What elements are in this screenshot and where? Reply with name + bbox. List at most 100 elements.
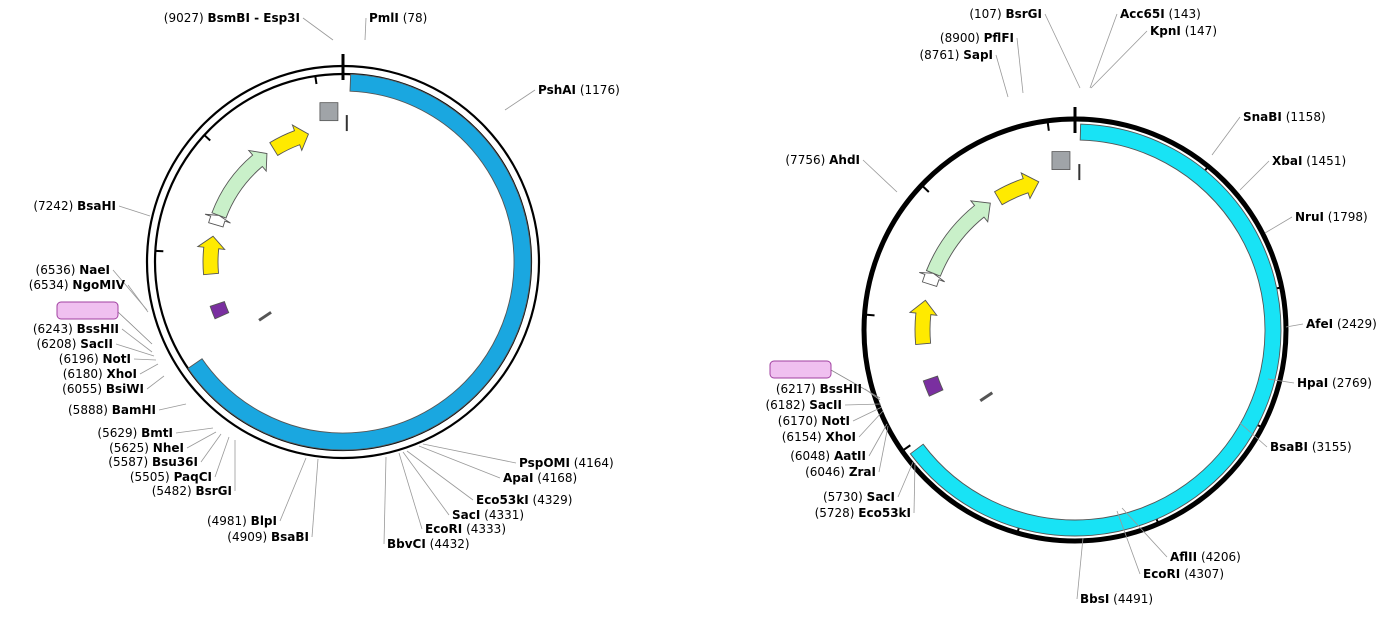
site-bsabi[interactable]: BsaBI (3155) <box>1270 440 1352 454</box>
site-paqci[interactable]: (5505) PaqCI <box>130 470 212 484</box>
site-saci[interactable]: (5730) SacI <box>823 490 895 504</box>
site-position: (6055) <box>62 382 102 396</box>
site-pmli[interactable]: PmlI (78) <box>369 11 427 25</box>
feature-polya[interactable] <box>979 391 994 402</box>
site-eco53ki[interactable]: (5728) Eco53kI <box>815 506 911 520</box>
site-position: (4307) <box>1184 567 1224 581</box>
site-position: (78) <box>403 11 428 25</box>
site-leader-line <box>398 452 423 530</box>
site-ecori[interactable]: EcoRI (4333) <box>425 522 506 536</box>
site-bsshii[interactable]: (6243) BssHII <box>33 322 119 336</box>
site-ecori[interactable]: EcoRI (4307) <box>1143 567 1224 581</box>
site-ahdi[interactable]: (7756) AhdI <box>785 153 860 167</box>
site-leader-line <box>175 427 214 434</box>
site-position: (3155) <box>1312 440 1352 454</box>
primer-m13-fwd[interactable] <box>769 360 832 379</box>
feature-ori[interactable] <box>993 172 1040 206</box>
site-position: (4329) <box>533 493 573 507</box>
site-leader-line <box>868 423 888 457</box>
site-name: BssHII <box>77 322 119 336</box>
site-xhoi[interactable]: (6180) XhoI <box>63 367 137 381</box>
site-leader-line <box>862 159 898 193</box>
feature-bom[interactable] <box>319 102 339 122</box>
site-kpni[interactable]: KpnI (147) <box>1150 24 1217 38</box>
feature-ampr[interactable] <box>211 149 268 219</box>
features <box>908 123 1282 537</box>
site-apai[interactable]: ApaI (4168) <box>503 471 577 485</box>
site-name: SnaBI <box>1243 110 1282 124</box>
site-position: (4909) <box>227 530 267 544</box>
feature-ori[interactable] <box>269 124 310 157</box>
site-zrai[interactable]: (6046) ZraI <box>805 465 876 479</box>
site-position: (4981) <box>207 514 247 528</box>
site-bmti[interactable]: (5629) BmtI <box>97 426 173 440</box>
restriction-sites: (9027) BsmBI - Esp3I PmlI (78) PshAI (1176… <box>29 11 620 551</box>
site-position: (7242) <box>33 199 73 213</box>
feature-f1-ori[interactable] <box>908 299 938 346</box>
feature-ampr-promoter[interactable] <box>204 213 231 228</box>
site-name: BsiWI <box>106 382 144 396</box>
site-bsahi[interactable]: (7242) BsaHI <box>33 199 116 213</box>
feature-t7-promoter[interactable] <box>922 375 944 397</box>
site-position: (6048) <box>790 449 830 463</box>
feature-mlb1-genome[interactable] <box>187 73 532 451</box>
site-position: (5482) <box>152 484 192 498</box>
scale-tick <box>314 75 318 85</box>
site-noti[interactable]: (6196) NotI <box>59 352 131 366</box>
site-acc65i[interactable]: Acc65I (143) <box>1120 7 1201 21</box>
site-leader-line <box>995 54 1009 98</box>
primer-m13-fwd[interactable] <box>56 301 119 320</box>
site-afei[interactable]: AfeI (2429) <box>1306 317 1377 331</box>
site-noti[interactable]: (6170) NotI <box>778 414 850 428</box>
site-naei[interactable]: (6536) NaeI <box>36 263 110 277</box>
site-position: (8900) <box>940 31 980 45</box>
site-pshai[interactable]: PshAI (1176) <box>538 83 620 97</box>
feature-polya[interactable] <box>258 311 272 322</box>
site-position: (8761) <box>919 48 959 62</box>
site-bsu36i[interactable]: (5587) Bsu36I <box>108 455 198 469</box>
site-name: PshAI <box>538 83 576 97</box>
site-sacii[interactable]: (6182) SacII <box>765 398 842 412</box>
feature-mlb2-genome[interactable] <box>909 123 1282 537</box>
site-position: (6243) <box>33 322 73 336</box>
site-xbai[interactable]: XbaI (1451) <box>1272 154 1346 168</box>
site-position: (6154) <box>782 430 822 444</box>
site-position: (6046) <box>805 465 845 479</box>
feature-ampr-promoter[interactable] <box>919 271 945 287</box>
site-bamhi[interactable]: (5888) BamHI <box>68 403 156 417</box>
site-sacii[interactable]: (6208) SacII <box>36 337 113 351</box>
site-blpi[interactable]: (4981) BlpI <box>207 514 277 528</box>
site-aatii[interactable]: (6048) AatII <box>790 449 866 463</box>
site-nhei[interactable]: (5625) NheI <box>109 441 184 455</box>
site-snabi[interactable]: SnaBI (1158) <box>1243 110 1326 124</box>
site-bsiwi[interactable]: (6055) BsiWI <box>62 382 144 396</box>
site-bsabi[interactable]: (4909) BsaBI <box>227 530 309 544</box>
site-ngomiv[interactable]: (6534) NgoMIV <box>29 278 126 292</box>
site-aflii[interactable]: AflII (4206) <box>1170 550 1241 564</box>
site-name: ZraI <box>849 465 876 479</box>
feature-f1-ori[interactable] <box>196 235 226 276</box>
site-bsmbi-esp3i[interactable]: (9027) BsmBI - Esp3I <box>164 11 300 25</box>
site-bsrgi[interactable]: (5482) BsrGI <box>152 484 232 498</box>
site-position: (5629) <box>97 426 137 440</box>
site-name: BsrGI <box>1005 7 1042 21</box>
site-pspomi[interactable]: PspOMI (4164) <box>519 456 614 470</box>
site-sapi[interactable]: (8761) SapI <box>919 48 993 62</box>
site-saci[interactable]: SacI (4331) <box>452 508 524 522</box>
scale-tick <box>922 185 930 193</box>
site-nrui[interactable]: NruI (1798) <box>1295 210 1368 224</box>
site-position: (4164) <box>574 456 614 470</box>
site-bbsi[interactable]: BbsI (4491) <box>1080 592 1153 606</box>
feature-t7-promoter[interactable] <box>209 301 230 320</box>
site-bbvci[interactable]: BbvCI (4432) <box>387 537 470 551</box>
primer-leader <box>830 369 881 399</box>
site-hpai[interactable]: HpaI (2769) <box>1297 376 1372 390</box>
feature-ampr[interactable] <box>925 200 991 277</box>
site-xhoi[interactable]: (6154) XhoI <box>782 430 856 444</box>
site-bsshii[interactable]: (6217) BssHII <box>776 382 862 396</box>
site-eco53ki[interactable]: Eco53kI (4329) <box>476 493 572 507</box>
site-pflfi[interactable]: (8900) PflFI <box>940 31 1014 45</box>
site-leader-line <box>311 458 319 538</box>
site-bsrgi[interactable]: (107) BsrGI <box>969 7 1042 21</box>
feature-bom[interactable] <box>1051 151 1071 170</box>
